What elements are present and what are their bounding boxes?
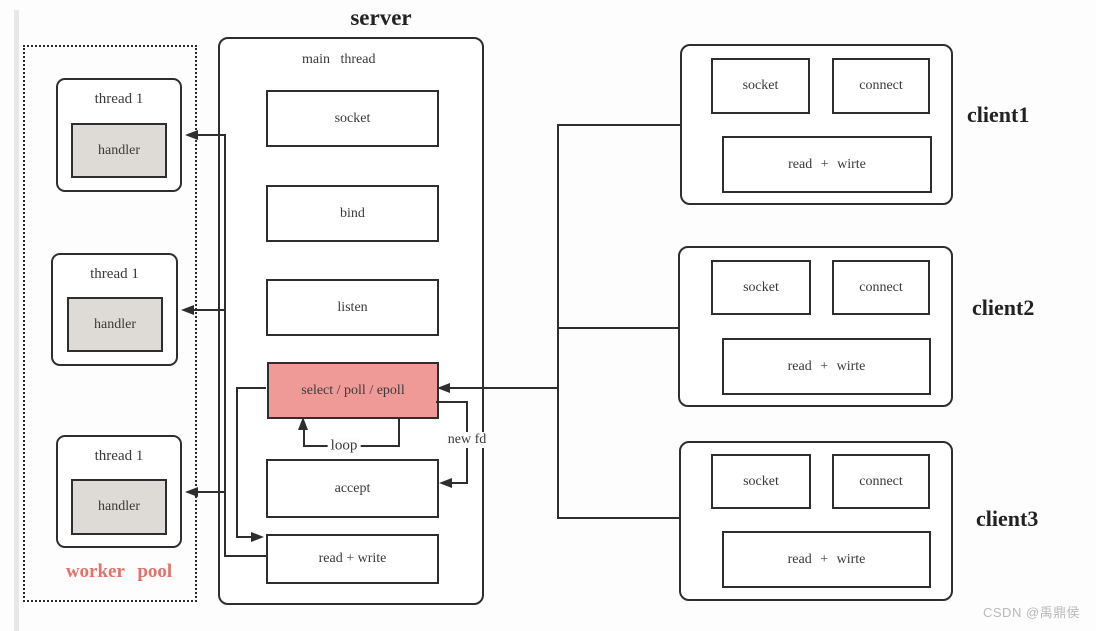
arrow-to-thread2-head — [181, 305, 194, 315]
thread-label: thread 1 — [94, 91, 144, 107]
thread-box-2: thread 1 handler — [51, 253, 178, 366]
line-readwrite-to-dispatch — [224, 555, 266, 557]
client-connect-box: connect — [832, 454, 930, 509]
handler-box: handler — [67, 297, 163, 352]
client1-box: socket connect read + wirte — [680, 44, 953, 205]
newfd-label: new fd — [444, 432, 490, 448]
handler-label: handler — [98, 142, 140, 158]
line-client-hub-vertical — [557, 124, 559, 519]
loop-arrow-head — [298, 417, 308, 430]
server-readwrite-box: read + write — [266, 534, 439, 584]
client-readwrite-label: read + wirte — [788, 156, 866, 172]
server-select-label: select / poll / epoll — [301, 382, 405, 398]
handler-box: handler — [71, 479, 167, 535]
thread-box-1: thread 1 handler — [56, 78, 182, 192]
client-socket-box: socket — [711, 454, 811, 509]
arrow-to-readwrite-shaft — [236, 536, 253, 538]
client-socket-box: socket — [711, 260, 811, 315]
line-hub-to-client3 — [557, 517, 680, 519]
arrow-to-thread3-shaft — [197, 491, 226, 493]
thread-label: thread 1 — [90, 266, 139, 282]
arrow-to-thread2-shaft — [193, 309, 226, 311]
client-socket-label: socket — [743, 473, 779, 489]
line-hub-to-client1 — [557, 124, 681, 126]
line-dispatch-vertical — [224, 134, 226, 557]
server-accept-label: accept — [334, 480, 371, 496]
thread-box-3: thread 1 handler — [56, 435, 182, 548]
client-readwrite-box: read + wirte — [722, 531, 931, 588]
client-readwrite-label: read + wirte — [787, 551, 866, 567]
client-socket-label: socket — [743, 279, 779, 295]
client3-label: client3 — [976, 506, 1039, 531]
worker-pool-label: worker pool — [65, 561, 173, 582]
loop-line-up — [303, 428, 305, 446]
server-bind-box: bind — [266, 185, 439, 242]
arrow-to-readwrite-head — [251, 532, 264, 542]
client-socket-label: socket — [742, 78, 779, 93]
server-box: main thread socket bind listen select / … — [218, 37, 484, 605]
loop-label: loop — [327, 437, 361, 455]
client-readwrite-box: read + wirte — [722, 338, 931, 395]
main-thread-label: main thread — [302, 52, 376, 67]
server-select-box: select / poll / epoll — [267, 362, 439, 419]
handler-box: handler — [71, 123, 167, 178]
client-connect-label: connect — [859, 473, 903, 489]
newfd-arrow-head — [439, 478, 452, 488]
client3-box: socket connect read + wirte — [679, 441, 953, 601]
newfd-line-top — [436, 401, 468, 403]
server-bind-label: bind — [340, 205, 365, 221]
client-readwrite-box: read + wirte — [722, 136, 932, 193]
arrow-clients-to-select-head — [437, 383, 450, 393]
newfd-line-bottom — [452, 482, 468, 484]
server-listen-label: listen — [337, 299, 368, 315]
worker-pool-box — [23, 45, 197, 602]
watermark: CSDN @禹鼎侯 — [983, 605, 1081, 620]
server-readwrite-label: read + write — [318, 551, 387, 566]
handler-label: handler — [98, 499, 140, 514]
client-connect-box: connect — [832, 58, 930, 114]
client-socket-box: socket — [711, 58, 810, 114]
line-select-left — [236, 387, 266, 389]
thread-label: thread 1 — [94, 448, 144, 464]
arrow-to-thread3-head — [185, 487, 198, 497]
client-connect-box: connect — [832, 260, 930, 315]
client1-label: client1 — [967, 102, 1030, 127]
client-readwrite-label: read + wirte — [787, 358, 866, 374]
server-listen-box: listen — [266, 279, 439, 336]
server-title: server — [350, 5, 412, 30]
arrow-to-thread1-shaft — [197, 134, 226, 136]
server-accept-box: accept — [266, 459, 439, 518]
page-edge-strip — [14, 10, 19, 631]
client-connect-label: connect — [859, 279, 903, 295]
client2-label: client2 — [972, 295, 1035, 320]
handler-label: handler — [94, 316, 136, 332]
line-select-down — [236, 387, 238, 537]
server-socket-box: socket — [266, 90, 439, 147]
arrow-clients-to-select-shaft — [450, 387, 559, 389]
line-hub-to-client2 — [557, 327, 679, 329]
client-connect-label: connect — [859, 78, 903, 93]
client2-box: socket connect read + wirte — [678, 246, 953, 407]
server-socket-label: socket — [334, 110, 371, 126]
loop-line-down — [398, 417, 400, 447]
arrow-to-thread1-head — [185, 130, 198, 140]
